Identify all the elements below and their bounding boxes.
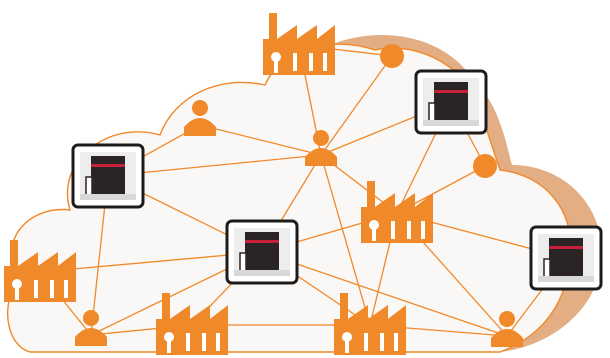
printer-unit xyxy=(549,238,583,276)
connection-line xyxy=(39,251,263,273)
network-nodes xyxy=(4,13,603,355)
factory-window xyxy=(274,59,278,73)
factory-window xyxy=(421,221,425,239)
connection-line xyxy=(199,124,322,156)
printer-stripe xyxy=(549,246,583,249)
printer-base xyxy=(80,194,136,200)
printer-base xyxy=(234,270,290,276)
factory-left-node xyxy=(4,240,76,302)
factory-window xyxy=(15,286,19,300)
factory-building xyxy=(4,240,76,302)
printer-top-right-node xyxy=(414,69,488,135)
printer-base xyxy=(538,276,594,282)
person-body xyxy=(184,118,216,136)
factory-top-node xyxy=(263,13,335,75)
factory-building xyxy=(156,293,228,355)
person-head xyxy=(83,310,99,326)
factory-window xyxy=(372,227,376,241)
person-upper-node xyxy=(184,100,216,136)
printer-stripe xyxy=(91,164,125,167)
person-head xyxy=(499,311,515,327)
factory-building xyxy=(361,181,433,243)
factory-mid-node xyxy=(361,181,433,243)
factory-window xyxy=(293,53,297,71)
factory-window xyxy=(164,332,174,342)
factory-window xyxy=(202,333,206,351)
factory-window xyxy=(407,221,411,239)
factory-window xyxy=(186,333,190,351)
network-dot xyxy=(380,44,404,68)
person-body xyxy=(75,328,107,346)
printer-right-node xyxy=(529,225,603,291)
person-body xyxy=(305,148,337,166)
printer-base xyxy=(423,120,479,126)
factory-window xyxy=(64,280,68,298)
printer-left-node xyxy=(71,143,145,209)
person-bottom-left-node xyxy=(75,310,107,346)
connection-line xyxy=(261,251,508,337)
connection-line xyxy=(320,154,371,326)
factory-window xyxy=(323,53,327,71)
factory-window xyxy=(345,339,349,353)
factory-window xyxy=(34,280,38,298)
factory-building xyxy=(334,293,406,355)
network-dot xyxy=(473,154,497,178)
dot-top-node xyxy=(380,44,404,68)
factory-window xyxy=(271,52,281,62)
factory-window xyxy=(380,333,384,351)
person-center-node xyxy=(305,130,337,166)
printer-unit xyxy=(434,82,468,120)
person-bottom-right-node xyxy=(491,311,523,347)
connection-line xyxy=(320,55,393,156)
printer-stripe xyxy=(434,90,468,93)
factory-window xyxy=(391,221,395,239)
factory-bottom-left-node xyxy=(156,293,228,355)
printer-unit xyxy=(245,232,279,270)
person-head xyxy=(192,100,208,116)
factory-window xyxy=(167,339,171,353)
factory-window xyxy=(364,333,368,351)
printer-unit xyxy=(91,156,125,194)
factory-window xyxy=(369,220,379,230)
person-head xyxy=(313,130,329,146)
factory-window xyxy=(50,280,54,298)
factory-window xyxy=(12,279,22,289)
person-body xyxy=(491,329,523,347)
factory-window xyxy=(309,53,313,71)
dot-right-node xyxy=(473,154,497,178)
printer-stripe xyxy=(245,240,279,243)
factory-window xyxy=(394,333,398,351)
printer-center-node xyxy=(225,219,299,285)
factory-window xyxy=(342,332,352,342)
factory-building xyxy=(263,13,335,75)
factory-bottom-right-node xyxy=(334,293,406,355)
factory-window xyxy=(216,333,220,351)
